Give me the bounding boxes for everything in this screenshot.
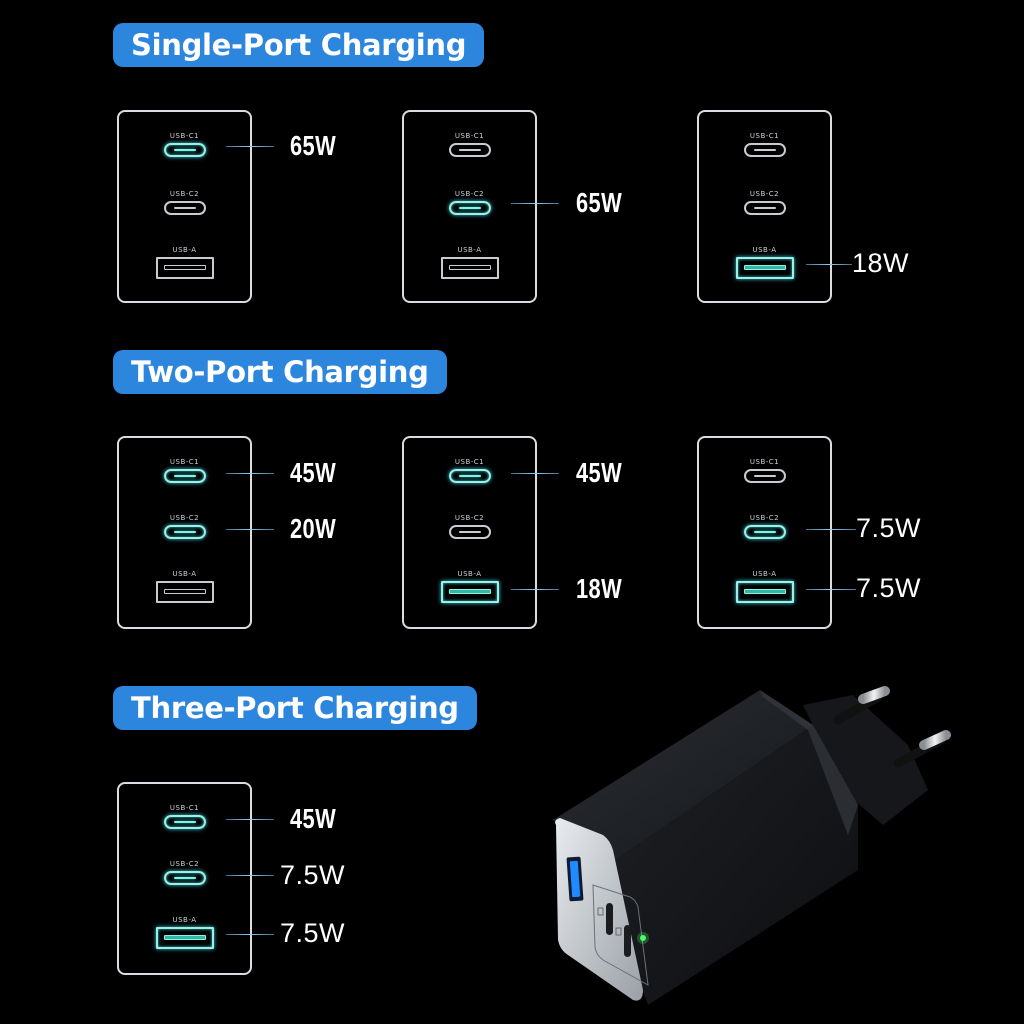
- connector-line: [806, 529, 856, 530]
- wattage-label: 7.5W: [856, 573, 922, 603]
- port-label: USB-C2: [454, 514, 485, 522]
- port-label: USB-A: [752, 246, 777, 254]
- wattage-label: 18W: [852, 248, 910, 278]
- usb-c-port-icon: [163, 525, 206, 539]
- connector-line: [226, 819, 274, 820]
- charger-image: [548, 685, 958, 1010]
- port-label: USB-C2: [169, 860, 200, 868]
- wattage-label: 20W: [290, 513, 337, 544]
- port-label: USB-C1: [749, 458, 780, 466]
- port-label: USB-A: [752, 570, 777, 578]
- usb-c-port-icon: [163, 871, 206, 885]
- wattage-label: 45W: [576, 457, 623, 488]
- connector-line: [806, 264, 852, 265]
- port-card-single-c1: USB-C1 USB-C2 USB-A: [117, 110, 252, 303]
- port-card-three: USB-C1 USB-C2 USB-A: [117, 782, 252, 975]
- connector-line: [226, 875, 274, 876]
- port-label: USB-A: [172, 570, 197, 578]
- connector-line: [511, 589, 559, 590]
- port-card-two-c1-c2: USB-C1 USB-C2 USB-A: [117, 436, 252, 629]
- port-label: USB-C1: [169, 458, 200, 466]
- port-label: USB-C2: [169, 190, 200, 198]
- connector-line: [226, 934, 274, 935]
- port-label: USB-C2: [749, 190, 780, 198]
- section-title-two-port: Two-Port Charging: [113, 350, 447, 394]
- connector-line: [511, 473, 559, 474]
- usb-c-port-icon: [163, 469, 206, 483]
- usb-c-port-icon: [448, 201, 491, 215]
- connector-line: [806, 589, 856, 590]
- port-label: USB-C1: [454, 132, 485, 140]
- port-card-two-c2-a: USB-C1 USB-C2 USB-A: [697, 436, 832, 629]
- usb-c-port-icon: [163, 143, 206, 157]
- usb-a-port-icon: [440, 257, 499, 279]
- usb-c-port-icon: [743, 201, 786, 215]
- wattage-label: 65W: [576, 187, 623, 218]
- wattage-label: 45W: [290, 457, 337, 488]
- usb-c-port-icon: [743, 525, 786, 539]
- section-title-single-port: Single-Port Charging: [113, 23, 485, 67]
- connector-line: [226, 473, 274, 474]
- usb-a-port-icon: [735, 581, 794, 603]
- usb-a-port-icon: [440, 581, 499, 603]
- usb-a-port-icon: [155, 257, 214, 279]
- usb-a-port-icon: [155, 927, 214, 949]
- usb-c-port-icon: [743, 143, 786, 157]
- wattage-label: 7.5W: [856, 513, 922, 543]
- port-card-two-c1-a: USB-C1 USB-C2 USB-A: [402, 436, 537, 629]
- usb-c-port-icon: [448, 469, 491, 483]
- port-label: USB-C1: [169, 132, 200, 140]
- usb-c-port-icon: [448, 525, 491, 539]
- usb-c-port-icon: [743, 469, 786, 483]
- wattage-label: 45W: [290, 803, 337, 834]
- connector-line: [226, 146, 274, 147]
- led-indicator-icon: [640, 935, 646, 941]
- port-label: USB-C1: [454, 458, 485, 466]
- port-label: USB-A: [172, 246, 197, 254]
- port-label: USB-A: [457, 246, 482, 254]
- wattage-label: 7.5W: [280, 860, 346, 890]
- port-card-single-c2: USB-C1 USB-C2 USB-A: [402, 110, 537, 303]
- usb-c-port-icon: [163, 815, 206, 829]
- wattage-label: 7.5W: [280, 918, 346, 948]
- port-label: USB-C2: [749, 514, 780, 522]
- connector-line: [511, 203, 559, 204]
- usb-c-port-icon: [163, 201, 206, 215]
- port-card-single-a: USB-C1 USB-C2 USB-A: [697, 110, 832, 303]
- usb-a-port-icon: [155, 581, 214, 603]
- port-label: USB-A: [457, 570, 482, 578]
- wattage-label: 65W: [290, 130, 337, 161]
- usb-c-port-icon: [448, 143, 491, 157]
- port-label: USB-C2: [454, 190, 485, 198]
- port-label: USB-C1: [749, 132, 780, 140]
- usb-a-port-icon: [735, 257, 794, 279]
- port-label: USB-C1: [169, 804, 200, 812]
- section-title-three-port: Three-Port Charging: [113, 686, 477, 730]
- usb-wall-charger-icon: [553, 686, 951, 1005]
- port-label: USB-C2: [169, 514, 200, 522]
- port-label: USB-A: [172, 916, 197, 924]
- connector-line: [226, 529, 274, 530]
- wattage-label: 18W: [576, 573, 623, 604]
